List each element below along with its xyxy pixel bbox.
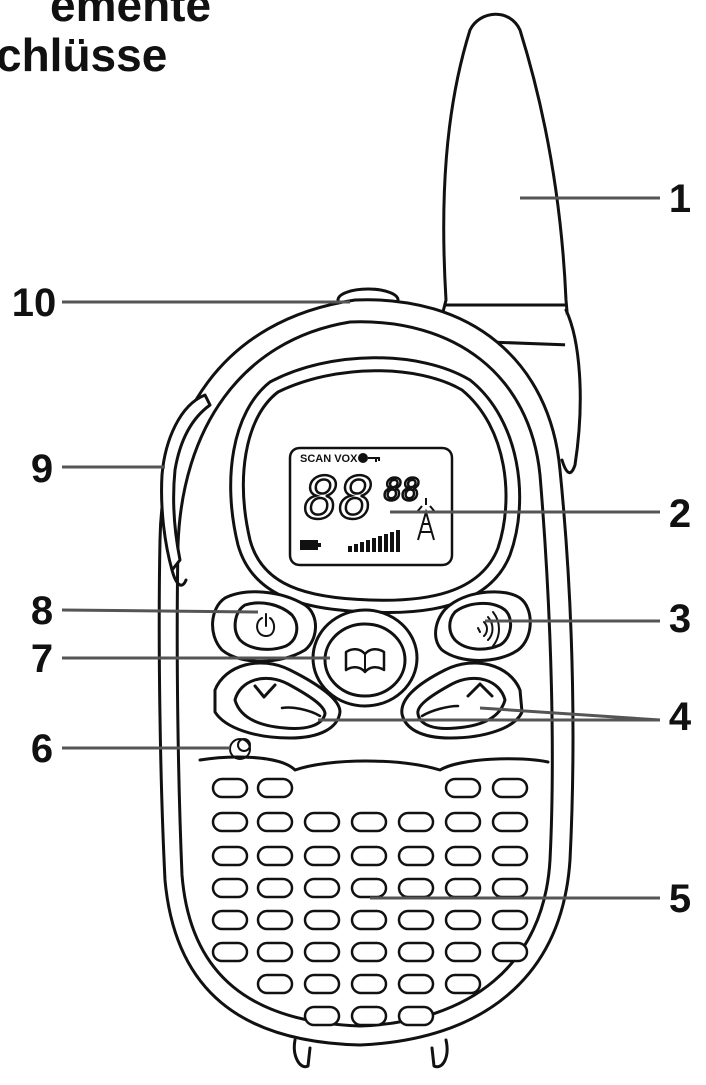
battery-icon [300,540,321,550]
speaker-hole [303,811,341,833]
speaker-hole [211,777,249,799]
signal-strength-icon [348,530,400,552]
callout-label-speaker: 5 [669,877,691,921]
speaker-hole [491,877,529,899]
speaker-hole [211,877,249,899]
speaker [211,777,529,1027]
speaker-hole [303,973,341,995]
speaker-hole [444,845,482,867]
callout-label-call-button: 3 [669,597,691,641]
lcd-sub-digits: 88 [384,473,420,508]
signal-bar [354,544,358,552]
speaker-hole [303,845,341,867]
speaker-hole [211,845,249,867]
up-arrow-icon [466,682,494,698]
lcd-channel-digits: 88 [304,464,374,532]
speaker-hole [256,909,294,931]
call-button [434,590,532,662]
speaker-hole [491,811,529,833]
callout-label-antenna: 1 [669,177,691,221]
lcd-indicator-text: SCAN VOX [300,453,358,465]
speaker-hole [350,973,388,995]
speaker-hole [211,811,249,833]
speaker-hole [444,811,482,833]
power-button [211,590,317,663]
speaker-hole [397,909,435,931]
speaker-hole [211,941,249,963]
speaker-hole [397,1005,435,1027]
call-icon [477,611,500,647]
callout-label-display: 2 [669,492,691,536]
speaker-hole [491,845,529,867]
speaker-hole [397,811,435,833]
speaker-hole [303,909,341,931]
lcd-contents: SCAN VOX 88 88 [300,453,436,552]
down-arrow-icon [253,683,277,699]
lcd-screen [288,446,454,567]
signal-bar [366,540,370,552]
speaker-hole [350,909,388,931]
speaker-hole [350,1005,388,1027]
speaker-hole [350,877,388,899]
antenna [434,12,582,475]
speaker-hole [303,1005,341,1027]
callout-label-headset-jack: 10 [12,281,57,325]
callout-label-ptt-button: 9 [31,447,53,491]
speaker-hole [444,909,482,931]
callout-label-power-button: 8 [31,589,53,633]
title-line-1: emente [50,0,212,31]
down-button [213,661,342,740]
title-line-2: chlüsse [0,29,168,81]
key-lock-icon [358,453,380,463]
speaker-hole [444,973,482,995]
speaker-hole [491,941,529,963]
signal-bar [378,536,382,552]
speaker-hole [256,811,294,833]
signal-bar [348,546,352,552]
leader-line-up-down-buttons [479,706,661,722]
speaker-hole [256,777,294,799]
power-icon [256,617,276,637]
speaker-hole [444,777,482,799]
signal-bar [360,542,364,552]
speaker-hole [303,941,341,963]
speaker-hole [397,941,435,963]
speaker-hole [491,777,529,799]
callout-label-microphone: 6 [31,727,53,771]
signal-bar [384,534,388,552]
speaker-hole [491,909,529,931]
speaker-hole [444,877,482,899]
callout-label-menu-button: 7 [31,637,53,681]
menu-button [311,608,419,708]
speaker-hole [350,811,388,833]
speaker-hole [211,909,249,931]
speaker-hole [256,877,294,899]
speaker-hole [397,877,435,899]
ptt-button [160,393,212,587]
signal-bar [390,532,394,552]
speaker-hole [256,845,294,867]
callout-label-up-down-buttons: 4 [669,695,692,739]
speaker-hole [350,941,388,963]
speaker-hole [397,973,435,995]
speaker-hole [256,941,294,963]
speaker-hole [444,941,482,963]
callouts: 1 2 3 4 5 6 78 9 10 [12,177,692,921]
speaker-hole [350,845,388,867]
leader-line-power-button [61,608,259,614]
speaker-hole [397,845,435,867]
book-icon [344,648,386,674]
signal-bar [396,530,400,552]
speaker-grille-outline [198,755,550,772]
speaker-hole [256,973,294,995]
signal-bar [372,538,376,552]
speaker-hole [303,877,341,899]
